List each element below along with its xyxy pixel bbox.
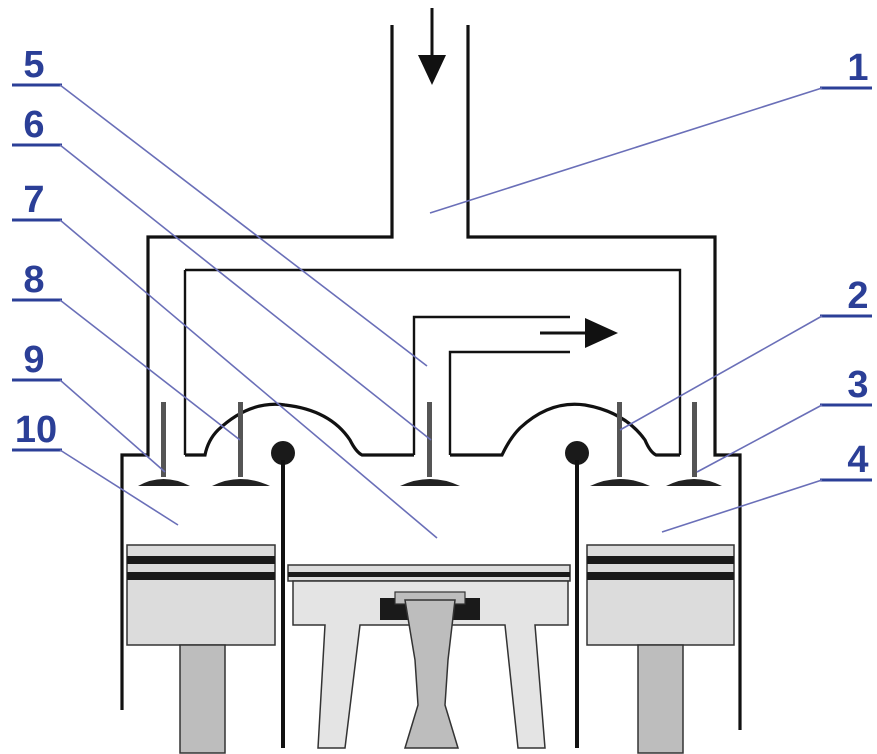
right-piston <box>586 544 735 754</box>
label-1: 1 <box>847 47 868 89</box>
label-9: 9 <box>23 339 44 381</box>
valve-2 <box>590 402 650 486</box>
exhaust-channel <box>412 315 570 455</box>
label-2: 2 <box>847 275 868 317</box>
label-10: 10 <box>15 409 57 451</box>
left-piston <box>126 544 276 754</box>
label-4: 4 <box>847 439 868 481</box>
valve-9 <box>138 402 190 486</box>
label-8: 8 <box>23 259 44 301</box>
label-5: 5 <box>23 44 44 86</box>
valve-8 <box>212 402 270 486</box>
right-plug <box>565 441 589 748</box>
valve-3 <box>666 402 722 486</box>
label-6: 6 <box>23 104 44 146</box>
left-plug <box>271 441 295 748</box>
label-3: 3 <box>847 364 868 406</box>
arrow-right-icon <box>540 318 618 348</box>
cylinder-head <box>185 402 680 457</box>
central-piston <box>287 564 571 749</box>
valves <box>138 402 722 486</box>
arrow-down-icon <box>418 8 446 85</box>
leader-lines <box>12 83 872 539</box>
label-7: 7 <box>23 179 44 221</box>
labels: 1 2 3 4 5 6 7 8 9 10 <box>15 44 869 481</box>
